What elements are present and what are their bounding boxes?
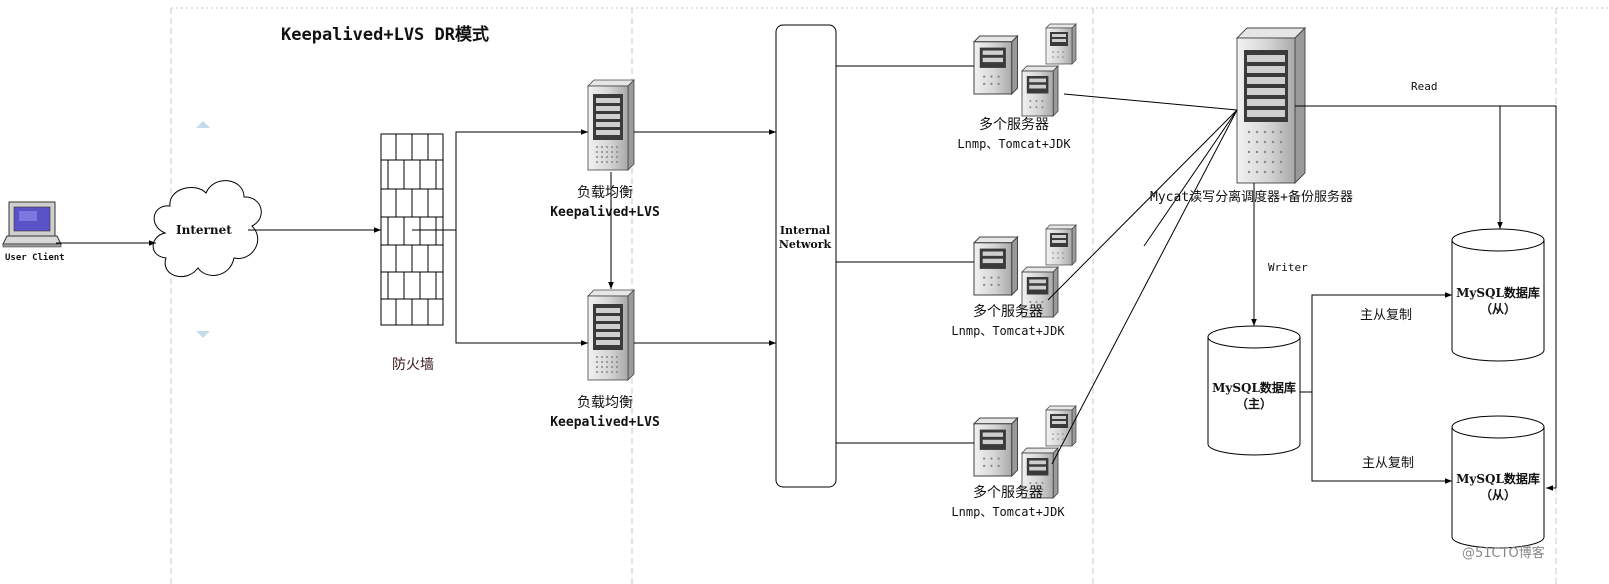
mysql-master-line1: MySQL数据库 [1212, 381, 1296, 395]
mysql-master-line2: （主） [1235, 397, 1273, 411]
mycat-server [1235, 26, 1307, 185]
server-group-label-1: 多个服务器 Lnmp、Tomcat+JDK [957, 116, 1070, 154]
mysql-master-db [1207, 325, 1301, 456]
server-group-subtitle-1: Lnmp、Tomcat+JDK [957, 137, 1071, 151]
load-balancer-subtitle-1: Keepalived+LVS [550, 205, 660, 220]
load-balancer-label-2: 负载均衡 Keepalived+LVS [550, 394, 660, 432]
load-balancer-subtitle-2: Keepalived+LVS [550, 415, 660, 430]
mysql-slave-db-1 [1451, 228, 1545, 362]
server-group-title-1: 多个服务器 [979, 117, 1049, 133]
mysql-slave-2-label: MySQL数据库 （从） [1456, 471, 1540, 503]
internal-network-line1: Internal [779, 224, 831, 237]
writer-label: Writer [1268, 261, 1308, 274]
connection-lines [56, 65, 1557, 491]
down-arrow-icon[interactable] [196, 331, 210, 338]
internal-network-line2: Network [778, 238, 832, 251]
load-balancer-server-2 [587, 289, 635, 381]
server-group-subtitle-3: Lnmp、Tomcat+JDK [951, 505, 1065, 519]
internet-cloud [152, 180, 262, 278]
user-client-label: User Client [5, 253, 65, 263]
server-group-subtitle-2: Lnmp、Tomcat+JDK [951, 324, 1065, 338]
mycat-label: Mycat读写分离调度器+备份服务器 [1150, 190, 1353, 205]
server-group-label-2: 多个服务器 Lnmp、Tomcat+JDK [951, 303, 1064, 341]
mysql-slave-1-label: MySQL数据库 （从） [1456, 285, 1540, 317]
firewall-label: 防火墙 [392, 357, 434, 373]
mysql-master-label: MySQL数据库 （主） [1212, 380, 1296, 412]
read-label: Read [1411, 80, 1438, 93]
up-arrow-icon[interactable] [196, 121, 210, 128]
internet-label: Internet [176, 223, 232, 237]
mysql-slave-db-2 [1451, 415, 1545, 549]
internal-network-label: Internal Network [779, 224, 831, 252]
load-balancer-title-1: 负载均衡 [576, 185, 633, 201]
user-client-computer [2, 201, 62, 248]
server-cluster-1 [974, 24, 1076, 116]
server-group-title-3: 多个服务器 [973, 485, 1043, 501]
mysql-slave-1-line2: （从） [1479, 302, 1517, 316]
load-balancer-label-1: 负载均衡 Keepalived+LVS [550, 184, 660, 222]
mysql-slave-2-line1: MySQL数据库 [1456, 472, 1540, 486]
internal-network-box [775, 24, 837, 488]
watermark: @51CTO博客 [1462, 546, 1545, 561]
mysql-slave-2-line2: （从） [1479, 488, 1517, 502]
page-title: Keepalived+LVS DR模式 [281, 25, 489, 45]
mysql-slave-1-line1: MySQL数据库 [1456, 286, 1540, 300]
replication-label-1: 主从复制 [1360, 308, 1413, 323]
replication-label-2: 主从复制 [1362, 456, 1415, 471]
server-group-label-3: 多个服务器 Lnmp、Tomcat+JDK [951, 484, 1064, 522]
load-balancer-server-1 [587, 79, 635, 171]
server-group-title-2: 多个服务器 [973, 304, 1043, 320]
load-balancer-title-2: 负载均衡 [576, 395, 633, 411]
